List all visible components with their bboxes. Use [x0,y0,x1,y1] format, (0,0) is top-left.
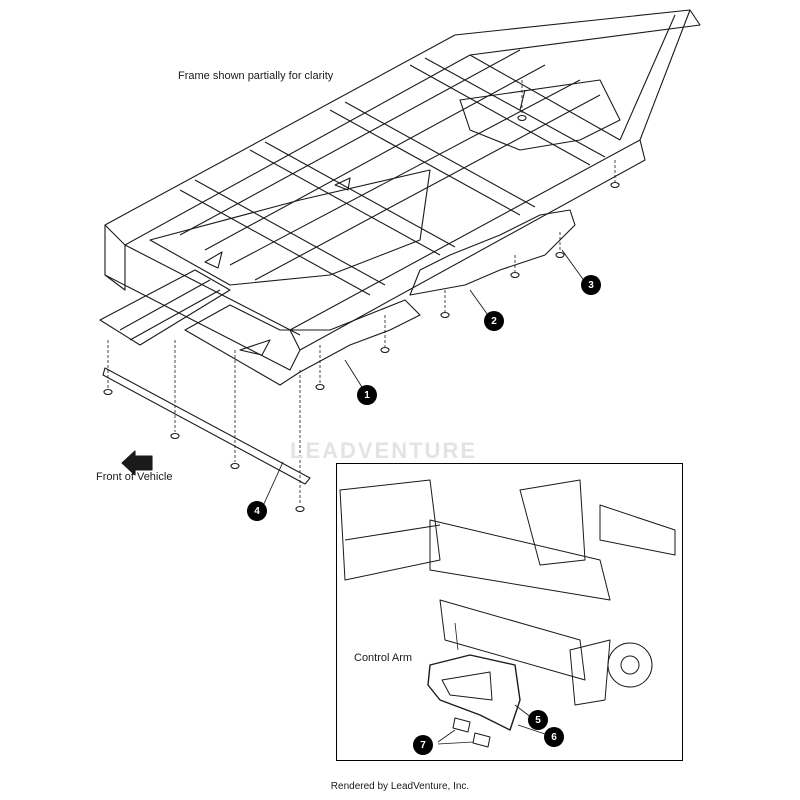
callout-1: 1 [357,385,377,405]
center-plate [149,169,431,286]
frame-rails [104,9,701,371]
front-bracket [99,269,231,346]
front-arrow-icon [121,450,153,476]
skid-plate-3 [459,79,621,151]
watermark: LEADVENTURE [290,438,478,463]
callout-4: 4 [247,501,267,521]
bolts [103,114,620,513]
callout-5: 5 [528,710,548,730]
frame-note: Frame shown partially for clarity [178,70,334,82]
control-arm-label: Control Arm [354,652,413,664]
skid-plate-2 [409,209,576,296]
callout-2: 2 [484,311,504,331]
strip-4 [102,367,311,485]
footer-credit: Rendered by LeadVenture, Inc. [330,781,470,792]
control-arm-guard [427,654,521,731]
inset-suspension-illustration [339,479,676,748]
leader-lines [107,80,616,505]
front-of-vehicle-label: Front of Vehicle [96,471,173,483]
skid-plate-1 [184,299,421,386]
callout-7: 7 [413,735,433,755]
callout-3: 3 [581,275,601,295]
callout-6: 6 [544,727,564,747]
inset-detail-frame [336,463,683,761]
